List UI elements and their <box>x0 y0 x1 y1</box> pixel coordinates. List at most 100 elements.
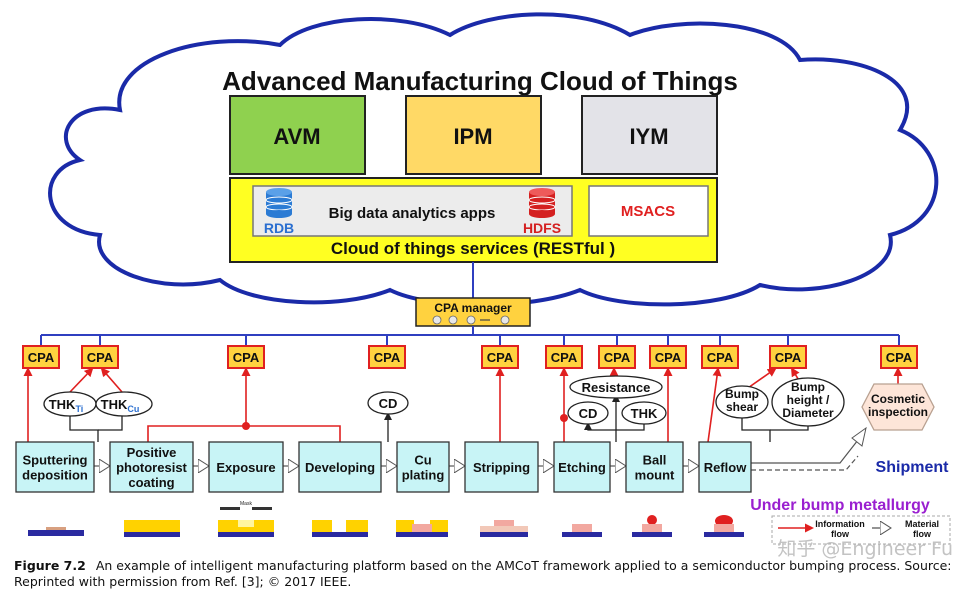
cot-services-label: Cloud of things services (RESTful ) <box>331 239 615 258</box>
msacs-label: MSACS <box>621 203 675 220</box>
cpa-label: CPA <box>775 350 802 365</box>
ipm-label: IPM <box>453 124 492 149</box>
ubm-label: Under bump metallurgy <box>750 497 930 514</box>
svg-text:THKTi: THKTi <box>49 397 84 414</box>
cpa-label: CPA <box>886 350 913 365</box>
thk-cu-sub: Cu <box>127 404 139 414</box>
hdfs-database-icon <box>528 188 556 218</box>
rdb-database-icon <box>265 188 293 218</box>
cross-section-2 <box>124 520 180 537</box>
thk-label: THK <box>631 406 658 421</box>
cpa-box: CPA <box>649 345 687 369</box>
ipm-box: IPM <box>405 95 542 175</box>
process-box: Exposure <box>208 441 284 493</box>
cpa-box: CPA <box>22 345 60 369</box>
cpa-box: CPA <box>701 345 739 369</box>
thk-cu-main: THK <box>101 397 128 412</box>
cpa-label: CPA <box>374 350 401 365</box>
process-label: Developing <box>305 460 375 475</box>
avm-label: AVM <box>273 124 320 149</box>
resistance-label: Resistance <box>582 380 651 395</box>
etching-junction-dot <box>560 414 568 422</box>
wafer-cross-sections: Mask <box>28 501 744 537</box>
shipment-arrowhead <box>851 426 867 447</box>
hdfs-label: HDFS <box>523 220 561 236</box>
process-label: Reflow <box>704 460 748 475</box>
thk-ti-main: THK <box>49 397 76 412</box>
cpa-label: CPA <box>707 350 734 365</box>
thk-measure-etching: THK <box>621 401 667 425</box>
process-label: Etching <box>558 460 606 475</box>
cross-section-6 <box>480 520 528 537</box>
shipment-label: Shipment <box>876 459 950 476</box>
exposure-junction-dot <box>242 422 250 430</box>
cpa-box: CPA <box>598 345 636 369</box>
cd-label-2: CD <box>579 406 598 421</box>
iym-box: IYM <box>581 95 718 175</box>
watermark: 知乎 @Engineer Fu <box>777 538 953 560</box>
cross-section-1 <box>28 527 84 536</box>
cd-label-1: CD <box>379 396 398 411</box>
process-box: Etching <box>553 441 611 493</box>
rdb-label: RDB <box>264 220 294 236</box>
cpa-label: CPA <box>604 350 631 365</box>
cd-measure-developing: CD <box>367 391 409 415</box>
cross-section-5 <box>396 520 448 537</box>
resistance-measure: Resistance <box>569 375 663 399</box>
thk-ti-sub: Ti <box>75 404 83 414</box>
process-label: Exposure <box>216 460 275 475</box>
cross-section-4 <box>312 520 368 537</box>
cpa-manager-box: CPA manager <box>415 297 531 327</box>
cpa-box: CPA <box>368 345 406 369</box>
cross-section-9 <box>704 515 744 537</box>
iym-label: IYM <box>629 124 668 149</box>
services-box: RDB HDFS Big data analytics apps MSACS C… <box>229 177 718 263</box>
cross-section-7 <box>562 524 602 537</box>
cloud-title: Advanced Manufacturing Cloud of Things <box>222 66 738 96</box>
cpa-bus-lines <box>40 326 900 346</box>
cd-measure-etching: CD <box>567 401 609 425</box>
cpa-manager-label: CPA manager <box>434 301 512 315</box>
cpa-box: CPA <box>227 345 265 369</box>
cpa-label: CPA <box>233 350 260 365</box>
cpa-label: CPA <box>28 350 55 365</box>
thk-ti-measure: THKTi <box>43 391 97 417</box>
cpa-label: CPA <box>87 350 114 365</box>
process-box: Developing <box>298 441 382 493</box>
cpa-box: CPA <box>481 345 519 369</box>
svg-text:THKCu: THKCu <box>101 397 140 414</box>
big-data-label: Big data analytics apps <box>329 205 496 222</box>
cpa-label: CPA <box>655 350 682 365</box>
measurement-links <box>69 394 809 442</box>
cpa-box: CPA <box>880 345 918 369</box>
avm-box: AVM <box>229 95 366 175</box>
cpa-box: CPA <box>81 345 119 369</box>
cross-section-8 <box>632 515 672 537</box>
manufacturing-diagram: Advanced Manufacturing Cloud of Things A… <box>15 12 953 560</box>
mask-label: Mask <box>240 501 252 507</box>
figure-number: Figure 7.2 <box>14 558 86 573</box>
process-box: Reflow <box>698 441 752 493</box>
process-label: Stripping <box>473 460 530 475</box>
material-flow-arrows <box>94 439 859 470</box>
cpa-label: CPA <box>487 350 514 365</box>
